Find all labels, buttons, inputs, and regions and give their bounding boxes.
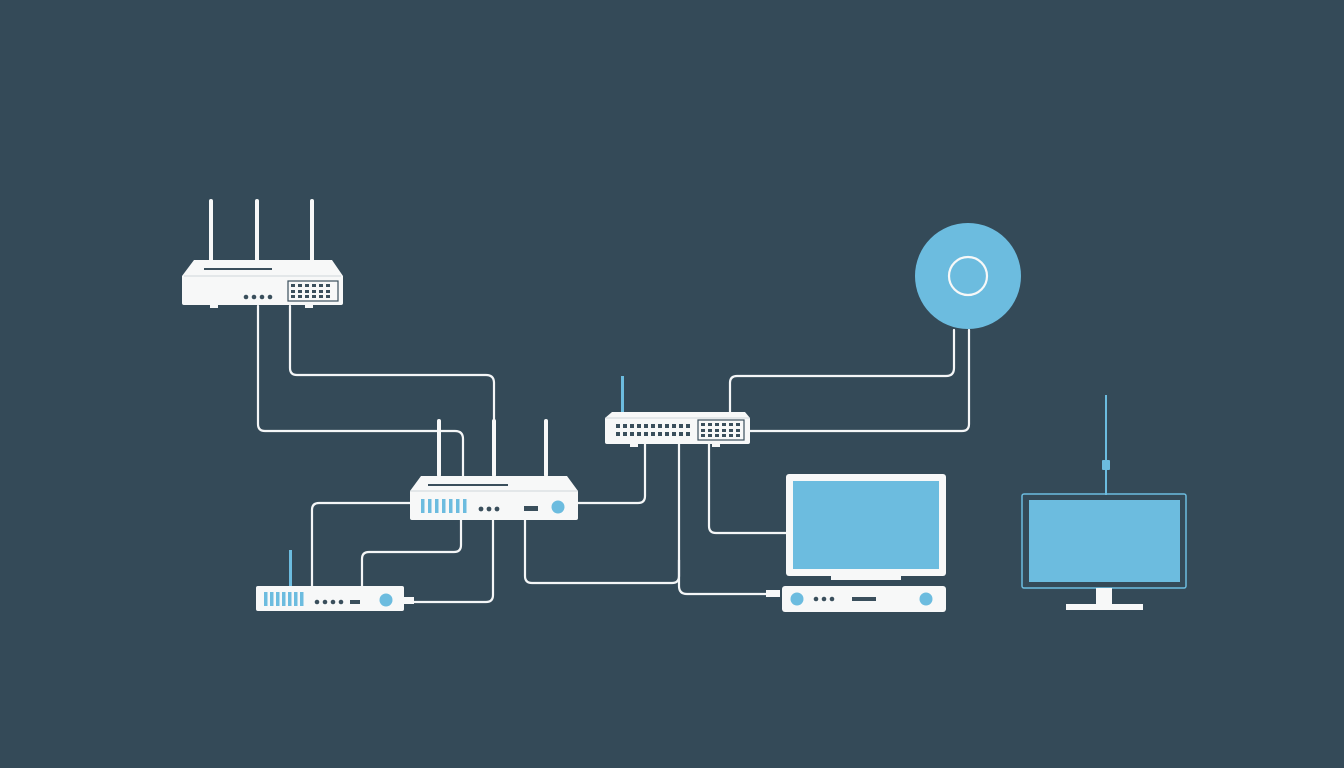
antenna-knob xyxy=(1102,460,1110,470)
wires xyxy=(256,304,971,604)
tv-stand-neck xyxy=(1096,588,1112,605)
wire-router-top-to-router-center-outer xyxy=(256,304,465,480)
router-port-grid xyxy=(287,280,339,302)
power-button-icon xyxy=(379,593,393,607)
wire-router-top-to-router-center-inner xyxy=(288,304,496,480)
wire-router-center-to-modem-a xyxy=(310,501,412,589)
wire-switch-to-desktop xyxy=(677,558,770,596)
wire-switch-to-ap-lower xyxy=(748,328,971,433)
modem-port-bars xyxy=(264,592,304,606)
router-port-bars xyxy=(421,499,467,513)
access-point-icon xyxy=(915,223,1021,329)
router-led-row xyxy=(204,268,273,300)
cable-plug xyxy=(404,597,414,604)
wire-switch-to-monitor xyxy=(707,442,792,535)
smart-tv xyxy=(1021,395,1187,610)
desktop-monitor xyxy=(786,474,946,580)
router-icon xyxy=(410,476,578,520)
monitor-screen xyxy=(793,481,939,569)
router-led-row xyxy=(428,484,538,512)
switch-port-row xyxy=(616,419,745,441)
modem-bottom-left xyxy=(256,550,414,611)
router-top-left xyxy=(182,199,343,308)
desktop-led-row xyxy=(813,596,876,602)
modem-icon xyxy=(256,586,404,611)
modem-led-row xyxy=(314,599,360,605)
power-button-icon xyxy=(919,592,933,606)
cable-plug xyxy=(766,590,780,597)
tv-screen xyxy=(1029,500,1180,582)
antenna-icon xyxy=(621,376,624,412)
desktop-unit xyxy=(766,586,946,612)
switch-center xyxy=(605,376,750,447)
access-point-ring xyxy=(947,255,989,297)
antenna-icon xyxy=(437,419,548,477)
wire-router-center-to-modem-c xyxy=(403,518,495,604)
antenna-icon xyxy=(209,199,314,263)
router-icon xyxy=(182,260,343,305)
router-center xyxy=(410,419,578,520)
power-button-icon xyxy=(790,592,804,606)
access-point xyxy=(915,223,1021,329)
power-button-icon xyxy=(551,500,565,514)
monitor-stand xyxy=(831,576,901,580)
antenna-icon xyxy=(289,550,292,586)
wire-router-center-to-modem-b xyxy=(360,518,463,589)
wire-router-center-to-switch xyxy=(576,442,647,505)
wire-switch-to-ap-upper xyxy=(728,328,956,414)
antenna-icon xyxy=(1105,395,1107,495)
tv-stand-base xyxy=(1066,604,1143,610)
